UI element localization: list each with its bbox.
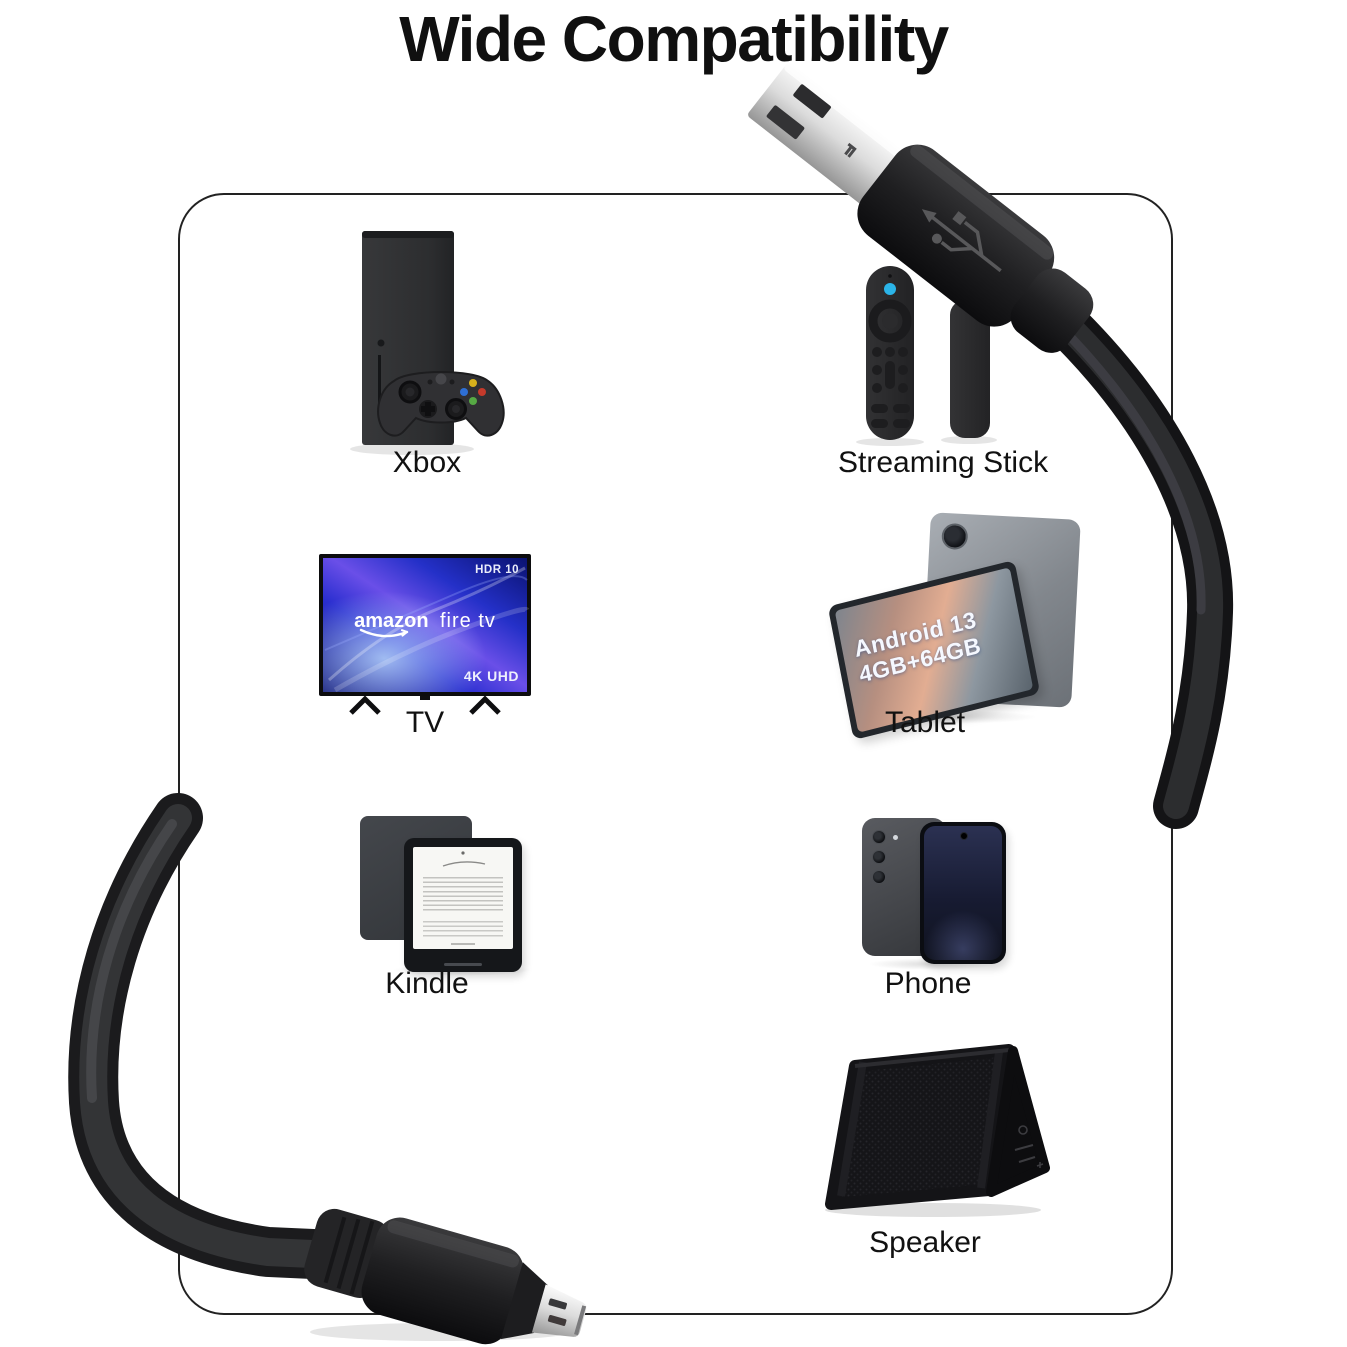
fire-remote (866, 266, 914, 440)
speaker-label: Speaker (869, 1226, 981, 1259)
phone-camera-3 (872, 870, 886, 884)
kindle-handwriting-icon (442, 851, 486, 867)
speaker-illustration (825, 1044, 1050, 1217)
xbox-label: Xbox (392, 446, 462, 479)
streaming-stick-label: Streaming Stick (838, 446, 1049, 479)
kindle-front (404, 838, 522, 972)
tv-leg-right (469, 695, 501, 715)
streaming-stick-image (838, 258, 1018, 448)
xbox-button-x (460, 388, 468, 396)
speaker-power-icon (1018, 1125, 1028, 1135)
phone-screen (924, 826, 1002, 960)
speaker-volume-icon (1036, 1162, 1044, 1168)
xbox-button-b (478, 388, 486, 396)
tv-illustration (319, 554, 531, 715)
xbox-button-a (469, 397, 477, 405)
xbox-button-y (469, 379, 477, 387)
phone-camera-1 (872, 830, 886, 844)
fire-stick (950, 286, 990, 438)
kindle-screen (413, 847, 513, 949)
phone-label: Phone (884, 967, 972, 1000)
tablet-image: Android 13 4GB+64GB (827, 512, 1088, 741)
tv-leg-left (349, 695, 381, 715)
fire-tv-logo: amazon fire tv (315, 610, 535, 638)
phone-camera-2 (872, 850, 886, 864)
phone-flash (893, 835, 898, 840)
phone-image (858, 812, 1008, 970)
speaker-end-cap (986, 1046, 1050, 1197)
kindle-image (352, 808, 562, 976)
xbox-image (332, 225, 522, 465)
phone-front (920, 822, 1006, 964)
fire-tv-logo-brand: amazon (354, 610, 429, 632)
phone-punch-hole-camera (960, 832, 968, 840)
amazon-smile-icon (359, 628, 409, 638)
tv-4k-badge: 4K UHD (463, 668, 519, 684)
fire-tv-logo-product: fire tv (440, 610, 496, 632)
kindle-label: Kindle (385, 967, 469, 1000)
streaming-stick-illustration (856, 266, 997, 446)
tablet-label: Tablet (884, 706, 966, 739)
tablet-camera (941, 522, 969, 551)
alexa-button-icon (884, 283, 896, 295)
tv-hdr-badge: HDR 10 (475, 564, 519, 576)
speaker-logo-mark (1014, 1144, 1034, 1151)
tv-label: TV (405, 706, 445, 739)
usb-a-metal-shell (748, 63, 907, 208)
tv-image: HDR 10 amazon fire tv 4K UHD (315, 550, 535, 740)
xbox-illustration (350, 231, 505, 455)
xbox-controller (377, 371, 505, 437)
speaker-image (793, 1038, 1058, 1218)
page-title: Wide Compatibility (399, 3, 949, 75)
